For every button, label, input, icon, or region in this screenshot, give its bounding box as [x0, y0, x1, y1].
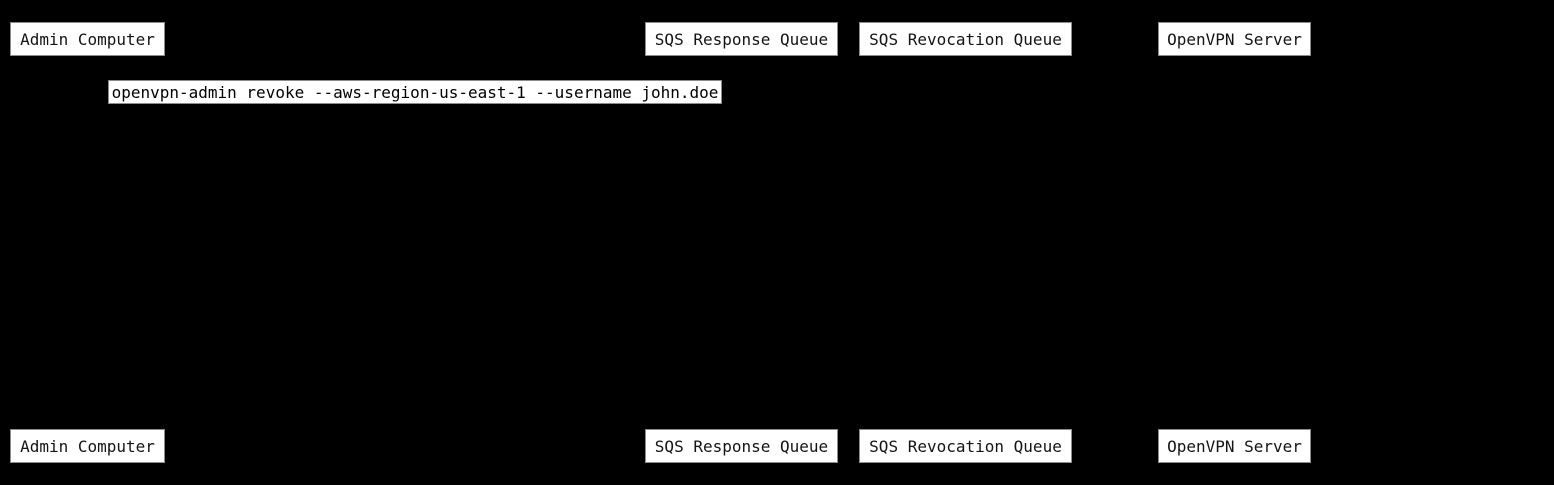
- actor-box-sqs-response-queue-bottom: SQS Response Queue: [645, 429, 838, 463]
- actor-box-sqs-revocation-queue-bottom: SQS Revocation Queue: [859, 429, 1072, 463]
- actor-box-openvpn-server-bottom: OpenVPN Server: [1158, 429, 1311, 463]
- actor-box-openvpn-server-top: OpenVPN Server: [1158, 22, 1311, 56]
- actor-box-admin-computer-top: Admin Computer: [10, 22, 165, 56]
- message-label-revoke-command: openvpn-admin revoke --aws-region-us-eas…: [108, 80, 722, 104]
- actor-box-admin-computer-bottom: Admin Computer: [10, 429, 165, 463]
- actor-box-sqs-response-queue-top: SQS Response Queue: [645, 22, 838, 56]
- actor-box-sqs-revocation-queue-top: SQS Revocation Queue: [859, 22, 1072, 56]
